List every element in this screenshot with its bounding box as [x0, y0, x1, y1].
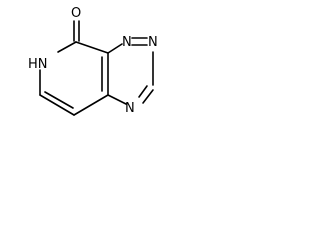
bond-c8a-n1: [107, 43, 123, 54]
atom-labels: O HN N N N: [28, 6, 158, 116]
atom-oxygen: O: [71, 6, 81, 21]
bond-c6-c5-double: [44, 91, 74, 109]
bond-c3-n4: [142, 89, 154, 104]
bond-c8a-c8: [75, 41, 109, 54]
bond-c8-nh: [57, 41, 77, 53]
bond-c6-c5: [39, 94, 75, 116]
bond-c3-n4-double: [138, 85, 148, 98]
bond-n4-c4a: [107, 94, 127, 105]
bond-c5-c4a: [73, 94, 109, 116]
atom-n-top: N: [122, 35, 132, 50]
atom-nh: HN: [28, 57, 48, 72]
atom-n-top-right: N: [148, 35, 158, 50]
chemical-structure-diagram: O HN N N N: [28, 6, 158, 116]
bonds: [39, 20, 154, 116]
atom-n-bottom: N: [125, 101, 135, 116]
